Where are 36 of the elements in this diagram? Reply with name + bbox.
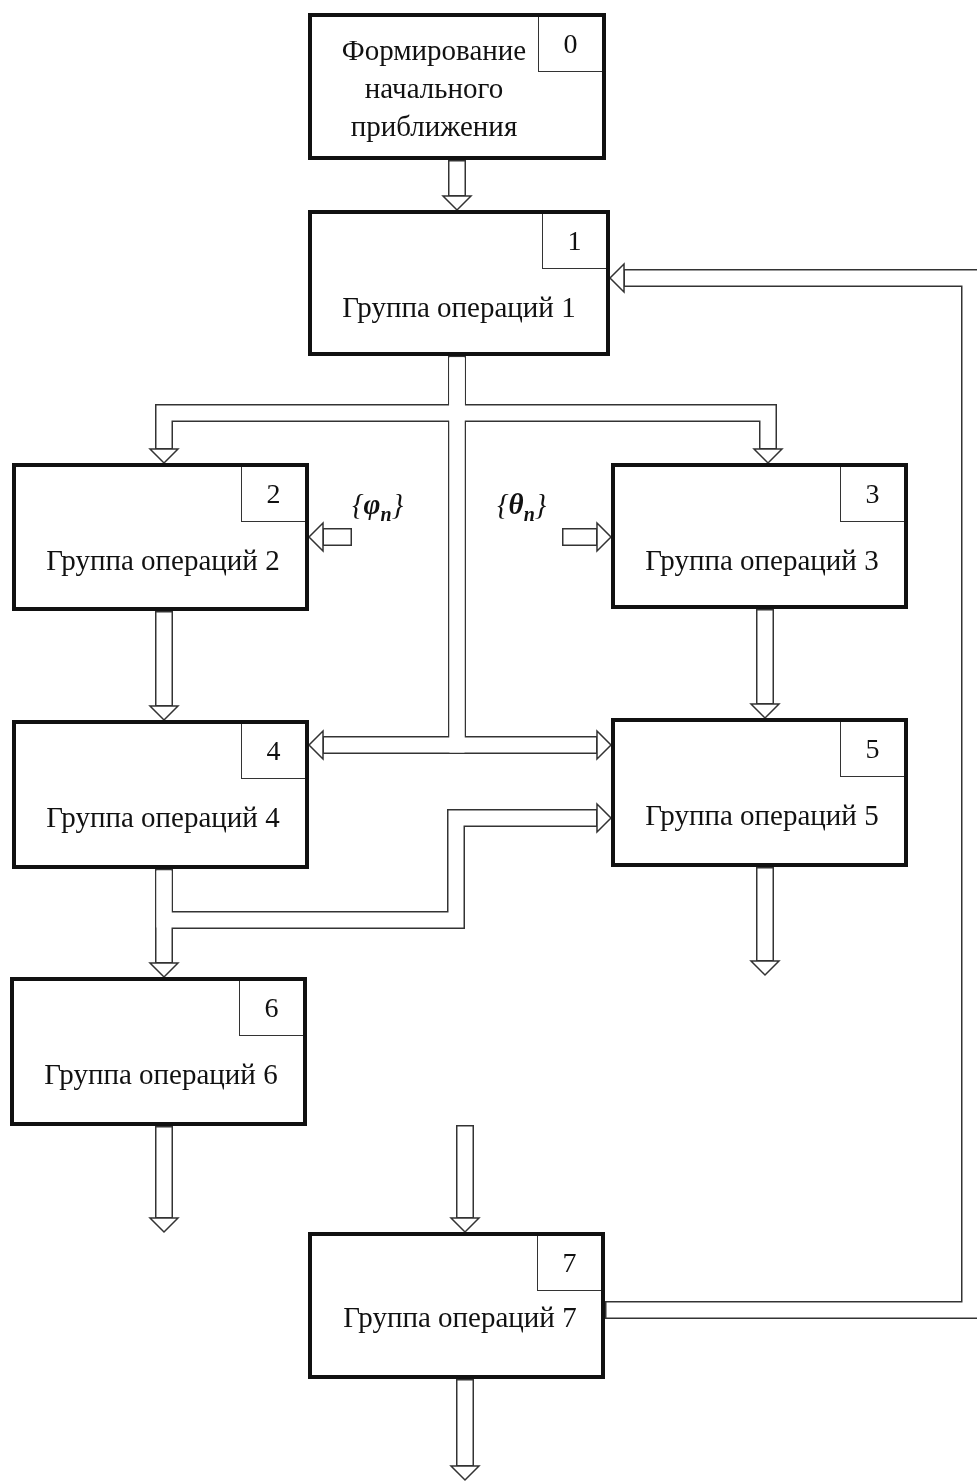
- process-box: [308, 210, 610, 356]
- process-label: Группа операций 1: [341, 290, 577, 325]
- hollow-arrow: [750, 609, 780, 719]
- process-box: [308, 13, 606, 160]
- process-label: Группа операций 4: [45, 800, 281, 835]
- input-set-label: {θ$_{n}$}: [497, 488, 547, 526]
- hollow-arrow: [149, 611, 179, 721]
- process-box: [12, 463, 309, 611]
- process-label: Группа операций 5: [644, 798, 880, 833]
- hollow-arrow: [308, 522, 352, 552]
- process-label: Группа операций 2: [45, 543, 281, 578]
- process-label: Формирование начального приближения: [340, 33, 528, 144]
- hollow-arrow: [442, 160, 472, 211]
- hollow-arrow: [149, 1126, 179, 1233]
- input-set-label: {φ$_{n}$}: [352, 488, 404, 526]
- hollow-arrow: [450, 1379, 480, 1481]
- process-box: [308, 1232, 605, 1379]
- step-number: 0: [538, 17, 602, 72]
- process-box: [611, 718, 908, 867]
- step-number: 1: [542, 214, 606, 269]
- step-number: 7: [537, 1236, 601, 1291]
- step-number: 4: [241, 724, 305, 779]
- hollow-arrow: [605, 263, 977, 1319]
- process-box: [12, 720, 309, 869]
- process-box: [611, 463, 908, 609]
- hollow-arrow: [750, 867, 780, 976]
- step-number: 5: [840, 722, 904, 777]
- process-box: [10, 977, 307, 1126]
- hollow-arrow: [450, 1125, 480, 1233]
- process-label: Группа операций 3: [644, 543, 880, 578]
- step-number: 3: [840, 467, 904, 522]
- hollow-arrow: [562, 522, 612, 552]
- process-label: Группа операций 7: [342, 1300, 578, 1335]
- step-number: 6: [239, 981, 303, 1036]
- step-number: 2: [241, 467, 305, 522]
- process-label: Группа операций 6: [43, 1057, 279, 1092]
